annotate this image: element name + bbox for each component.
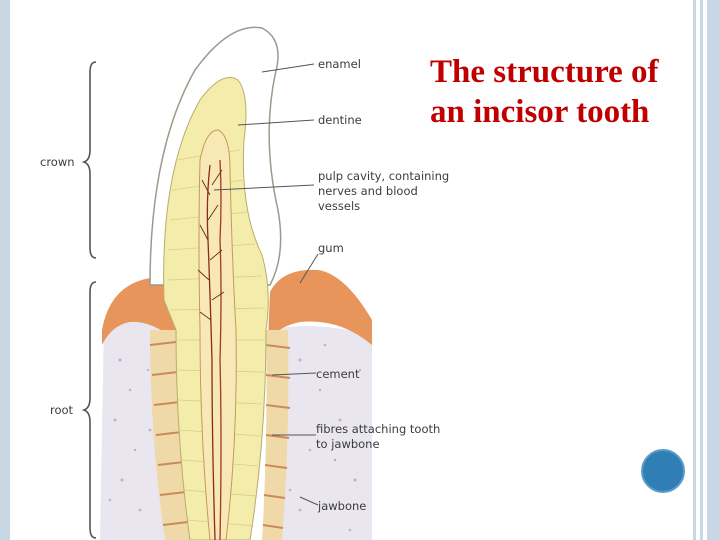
gum-right [268,269,372,345]
slide-frame-right-line [693,0,696,540]
enamel-label: enamel [318,57,361,71]
braces [81,61,97,539]
slide-title: The structure of an incisor tooth [430,52,700,132]
periodontal-left [150,330,190,540]
dentine-label: dentine [318,113,362,127]
crown-label: crown [40,155,75,169]
crown-brace [81,61,97,259]
root-label: root [50,403,74,417]
leader-lines [213,63,319,506]
root-brace [81,281,97,539]
fibres-label-line1: fibres attaching tooth [316,422,441,436]
fibres [149,341,291,529]
jawbone-region-right [272,326,372,540]
jawbone-speckles [108,343,362,532]
nerves-and-vessels [197,159,225,540]
slide-frame-right-bar [707,0,720,540]
gum-label: gum [318,241,344,255]
decorative-circle-icon [641,449,685,493]
pulp-cavity-label-line1: pulp cavity, containing [318,169,450,183]
slide-title-line1: The structure of [430,54,659,90]
slide-title-line2: an incisor tooth [430,94,650,130]
slide-frame-right-line [700,0,703,540]
pulp-cavity-label-line3: vessels [318,199,361,213]
pulp-cavity [198,129,237,540]
slide-frame-left [0,0,10,540]
cement-label: cement [316,367,360,381]
fibres-label-line2: to jawbone [316,437,380,451]
gum-left [102,278,176,345]
pulp-cavity-label-line2: nerves and blood [318,184,418,198]
jawbone-label: jawbone [318,499,367,513]
